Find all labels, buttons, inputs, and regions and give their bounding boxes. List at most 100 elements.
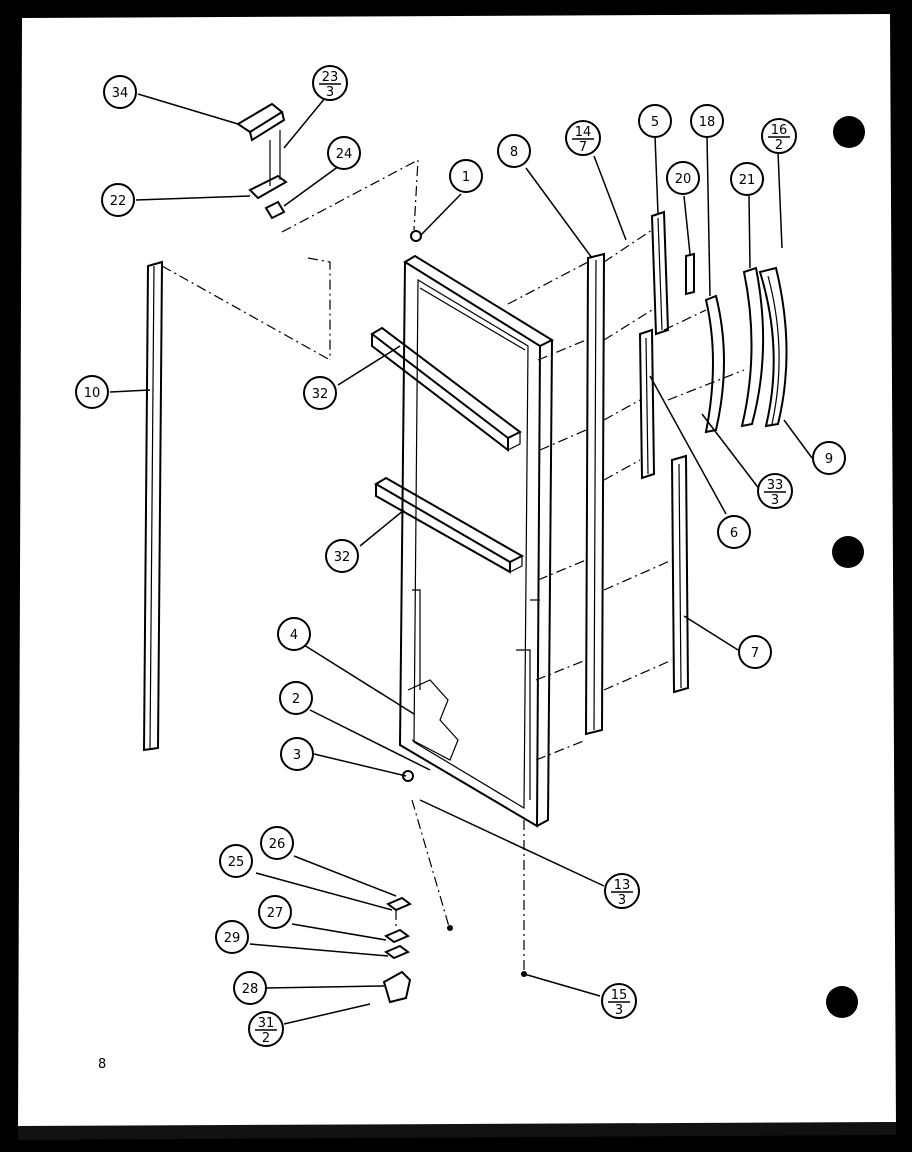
page-number: 8 [98,1057,106,1072]
block-part-20 [685,252,695,296]
callout-number: 8 [510,145,518,160]
callout-3: 3 [280,737,314,771]
callout-sheet-number: 3 [618,893,626,908]
door-panel [398,254,555,828]
callout-circle [738,635,772,669]
callout-number: 28 [242,982,259,997]
callout-32a: 32 [303,376,337,410]
callout-32b: 32 [325,539,359,573]
channel-part-5 [650,210,670,336]
callout-circle [101,183,135,217]
callout-number: 31 [258,1016,275,1031]
callout-1: 1 [449,159,483,193]
callout-number: 32 [334,550,351,565]
callout-circle [449,159,483,193]
callout-sheet-number: 2 [262,1031,270,1046]
callout-circle [233,971,267,1005]
callout-21: 21 [730,162,764,196]
gasket-strip-left [142,260,164,752]
binder-hole-top [833,116,865,148]
callout-7: 7 [738,635,772,669]
callout-circle [565,120,601,156]
callout-number: 6 [730,526,738,541]
callout-sheet-number: 2 [775,138,783,153]
callout-number: 22 [110,194,127,209]
callout-22: 22 [101,183,135,217]
callout-number: 33 [767,478,784,493]
callout-14-7: 147 [565,120,601,156]
callout-number: 34 [112,86,129,101]
callout-number: 25 [228,855,245,870]
callout-number: 15 [611,988,628,1003]
callout-sheet-number: 7 [579,140,587,155]
callout-circle [215,920,249,954]
callout-circle [497,134,531,168]
callout-27: 27 [258,895,292,929]
callout-circle [303,376,337,410]
callout-25: 25 [219,844,253,878]
callout-sheet-number: 3 [615,1003,623,1018]
channel-part-7 [670,454,690,694]
callout-number: 13 [614,878,631,893]
callout-28: 28 [233,971,267,1005]
callout-number: 18 [699,115,716,130]
callout-8: 8 [497,134,531,168]
assembly-guide-lines [161,158,745,972]
callout-circle [248,1011,284,1047]
callout-circle [277,617,311,651]
callout-number: 14 [575,125,592,140]
callout-5: 5 [638,104,672,138]
door-bar-lower [374,476,525,574]
callout-circle [312,65,348,101]
callout-number: 5 [651,115,659,130]
callout-23-3: 233 [312,65,348,101]
callout-circle [638,104,672,138]
handle-part-9 [758,266,788,428]
callout-number: 9 [825,452,833,467]
breaker-strip [584,252,606,736]
callout-number: 23 [322,70,339,85]
leader-lines [109,91,813,1025]
callout-34: 34 [103,75,137,109]
callout-18: 18 [690,104,724,138]
callout-2: 2 [279,681,313,715]
bottom-scan-edge [18,1122,896,1140]
callout-33-3: 333 [757,473,793,509]
callout-circle [327,136,361,170]
callout-circle [260,826,294,860]
binder-hole-middle [832,536,864,568]
callout-circle [75,375,109,409]
binder-hole-bottom [826,986,858,1018]
callout-sheet-number: 3 [326,85,334,100]
callout-circle [103,75,137,109]
callout-circle [730,162,764,196]
callout-number: 27 [267,906,284,921]
callout-circle [812,441,846,475]
callout-circle [325,539,359,573]
callout-9: 9 [812,441,846,475]
callout-number: 29 [224,931,241,946]
callout-circle [761,118,797,154]
callout-circle [280,737,314,771]
callout-circle [604,873,640,909]
callout-10: 10 [75,375,109,409]
callout-number: 7 [751,646,759,661]
callout-number: 3 [293,748,301,763]
callout-4: 4 [277,617,311,651]
callout-number: 4 [290,628,298,643]
callout-circle [666,161,700,195]
callout-15-3: 153 [601,983,637,1019]
callout-26: 26 [260,826,294,860]
callout-20: 20 [666,161,700,195]
callout-number: 20 [675,172,692,187]
callout-number: 16 [771,123,788,138]
callout-circle [219,844,253,878]
top-hinge-assembly [236,102,288,220]
callout-circle [757,473,793,509]
callout-number: 1 [462,170,470,185]
callout-number: 26 [269,837,286,852]
callout-29: 29 [215,920,249,954]
callout-circle [690,104,724,138]
